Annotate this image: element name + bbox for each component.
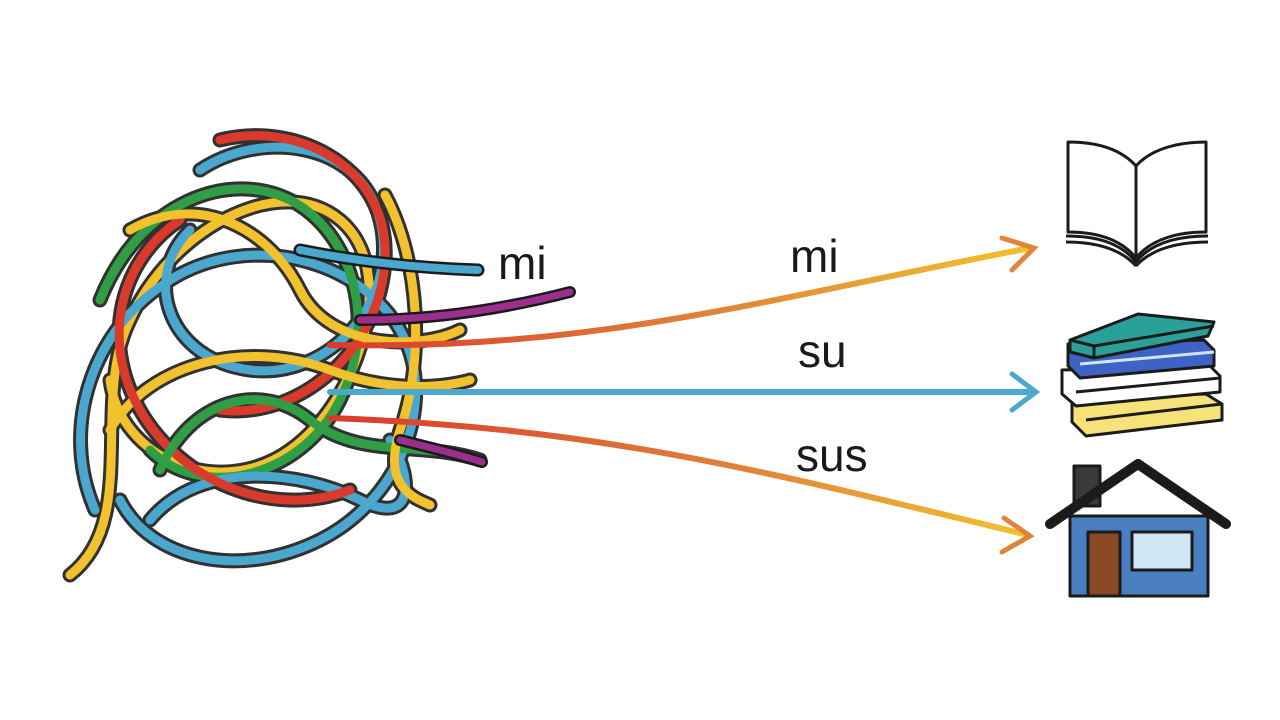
arrow-middle	[327, 371, 1041, 413]
arrow-top-label: mi	[790, 230, 839, 282]
house-door	[1086, 530, 1122, 598]
arrow-bottom	[327, 415, 1035, 555]
book-stack-icon	[1060, 312, 1224, 438]
arrow-top	[327, 235, 1039, 349]
house-window	[1130, 530, 1194, 572]
house-icon	[1045, 459, 1231, 598]
arrow-bottom-label: sus	[796, 429, 868, 481]
open-book-icon	[1065, 140, 1209, 268]
arrow-head-middle	[1009, 371, 1041, 413]
tangle-of-strings	[62, 128, 576, 583]
arrow-head-top	[999, 235, 1039, 273]
tangle-label: mi	[498, 237, 547, 289]
house-roof	[1045, 459, 1231, 529]
arrow-middle-label: su	[798, 325, 847, 377]
arrow-head-bottom	[999, 515, 1035, 555]
